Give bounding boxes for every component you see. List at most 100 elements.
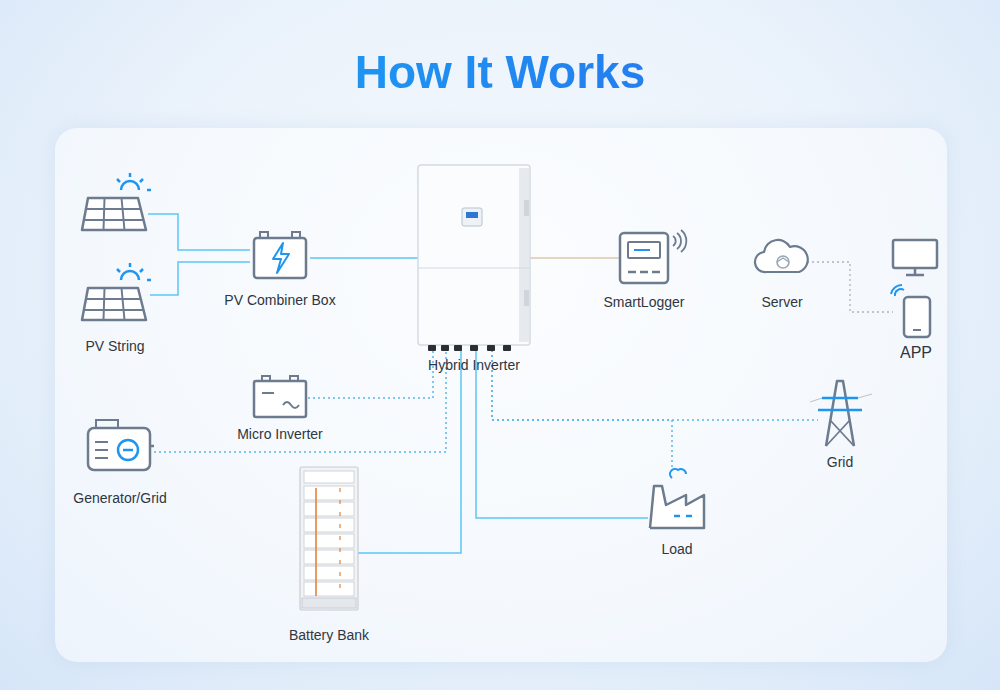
- micro-inverter-icon-part: [283, 402, 299, 408]
- hybrid-inverter-image-part: [454, 345, 462, 351]
- node-label: Battery Bank: [289, 627, 369, 643]
- battery-rack-image-part: [304, 550, 354, 564]
- battery-rack-image-part: [304, 582, 354, 596]
- node-label: Grid: [827, 454, 853, 470]
- hybrid-inverter-image-part: [418, 267, 530, 268]
- micro-inverter-icon-part: [262, 376, 270, 381]
- pv-panel-top-part: [148, 214, 250, 250]
- generator-icon-part: [95, 441, 108, 443]
- connector-line: [308, 345, 433, 398]
- combiner-box-icon-part: [273, 243, 289, 273]
- hybrid-inverter-image-part: [519, 168, 529, 342]
- combiner-box-icon-part: [292, 232, 300, 238]
- hybrid-inverter-image-part: [470, 345, 478, 351]
- node-label: PV String: [85, 338, 144, 354]
- battery-rack-image-part: [304, 566, 354, 580]
- generator-icon-part: [118, 440, 138, 460]
- battery-rack-image-part: [304, 518, 354, 532]
- pv-panel-top: [82, 173, 250, 250]
- micro-inverter-icon-part: [290, 376, 298, 381]
- generator-icon-part: [95, 457, 108, 459]
- battery-rack-image-part: [302, 598, 356, 608]
- smartlogger-icon-part: [628, 242, 660, 258]
- hybrid-inverter-node: Hybrid Inverter: [418, 165, 530, 345]
- smartlogger-icon-part: [620, 233, 668, 283]
- app-devices-icon: [891, 240, 937, 337]
- micro-inverter-icon: [254, 376, 306, 417]
- smartlogger-icon-part: [652, 271, 660, 274]
- load-factory-icon-part: [670, 469, 686, 478]
- hybrid-inverter-image-part: [524, 290, 529, 306]
- node-label: Micro Inverter: [237, 426, 323, 442]
- grid-tower-icon-part: [818, 409, 862, 412]
- server-cloud-icon-part: [777, 256, 789, 268]
- smartlogger-icon-part: [634, 249, 650, 251]
- smartlogger-icon: [620, 230, 686, 283]
- connector-line: [807, 262, 893, 312]
- hybrid-inverter-image-part: [503, 345, 511, 351]
- server-cloud-icon-part: [777, 258, 789, 262]
- smartlogger-icon-part: [628, 271, 636, 274]
- pv-panel-top-part: [82, 173, 151, 230]
- load-factory-icon-part: [650, 486, 704, 528]
- load-factory-icon-part: [674, 515, 680, 518]
- app-devices-icon-part: [895, 289, 904, 296]
- smartlogger-icon-part: [681, 230, 686, 252]
- battery-rack-image: [300, 467, 358, 610]
- app-devices-icon-part: [893, 240, 937, 268]
- load-node: Load: [648, 470, 706, 529]
- hybrid-inverter-image-part: [462, 208, 482, 226]
- app-devices-icon-part: [913, 329, 921, 331]
- grid-tower-icon-part: [826, 381, 854, 446]
- connector-line: [492, 345, 818, 420]
- pv-string-node: PV String: [80, 286, 150, 322]
- smartlogger-icon-part: [677, 233, 681, 249]
- node-label: APP: [900, 344, 932, 362]
- app-node: APP: [893, 240, 939, 337]
- app-devices-icon-part: [906, 274, 924, 277]
- diagram-title: How It Works: [0, 44, 1000, 100]
- combiner-box-icon-part: [254, 238, 306, 278]
- generator-icon-part: [95, 449, 108, 451]
- node-label: SmartLogger: [604, 294, 685, 310]
- hybrid-inverter-image-part: [466, 212, 478, 218]
- grid-tower-icon-part: [822, 397, 858, 400]
- battery-rack-image-part: [304, 471, 354, 483]
- connector-line: [310, 257, 418, 259]
- server-node: Server: [757, 240, 807, 274]
- generator-icon: [88, 420, 154, 470]
- grid-tower-icon-part: [826, 420, 850, 446]
- battery-rack-image-part: [304, 534, 354, 548]
- battery-bank-node: Battery Bank: [300, 467, 358, 610]
- combiner-box-node: PV Combiner Box: [250, 232, 310, 279]
- hybrid-inverter-image-part: [441, 345, 449, 351]
- connector-line: [476, 345, 648, 518]
- battery-rack-image-part: [300, 467, 358, 610]
- smartlogger-icon-part: [673, 236, 676, 246]
- battery-rack-image-part: [304, 486, 354, 500]
- generator-icon-part: [123, 449, 133, 452]
- combiner-box-icon: [254, 232, 306, 278]
- server-cloud-icon: [755, 240, 808, 272]
- pv-panel-bottom-part: [82, 263, 151, 320]
- grid-tower-icon-part: [810, 398, 822, 402]
- pv-panel-bottom: [82, 263, 151, 320]
- combiner-box-icon-part: [260, 232, 268, 238]
- battery-rack-image-part: [304, 502, 354, 516]
- battery-rack-image-part: [339, 488, 340, 596]
- hybrid-inverter-image-part: [524, 200, 529, 216]
- grid-tower-icon-part: [830, 420, 854, 446]
- connector-line: [150, 262, 250, 295]
- micro-inverter-node: Micro Inverter: [252, 376, 308, 418]
- hybrid-inverter-image-part: [428, 345, 436, 351]
- node-label: Hybrid Inverter: [428, 357, 520, 373]
- node-label: Server: [761, 294, 802, 310]
- smartlogger-icon-part: [640, 271, 648, 274]
- node-label: Generator/Grid: [73, 490, 166, 506]
- connector-line: [530, 257, 620, 258]
- load-factory-icon: [650, 469, 704, 528]
- smartlogger-node: SmartLogger: [620, 233, 668, 283]
- app-devices-icon-part: [891, 285, 902, 294]
- hybrid-inverter-image-part: [418, 165, 530, 345]
